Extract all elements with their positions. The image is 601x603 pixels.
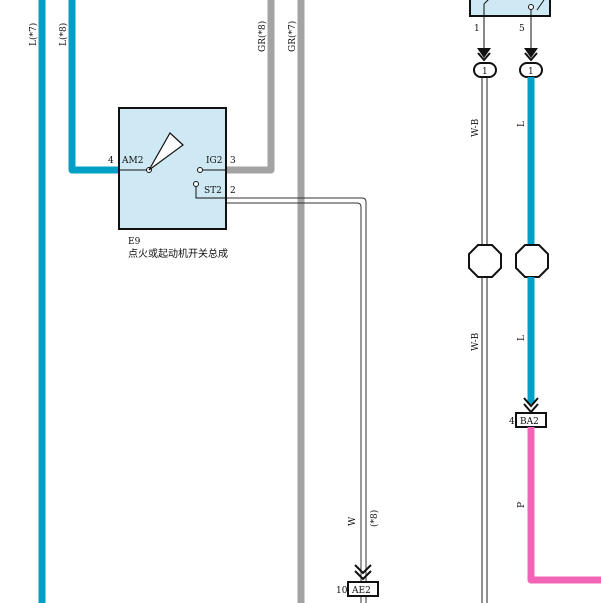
top-right-box bbox=[469, 0, 551, 17]
arrow-l bbox=[524, 48, 538, 58]
st2-pin: 2 bbox=[230, 186, 236, 196]
arrow-l-chevron bbox=[524, 52, 538, 62]
label-gray-outer: GR(*7) bbox=[287, 21, 298, 52]
wire-w-inner bbox=[226, 202, 362, 583]
connector-wb-label: 1 bbox=[482, 67, 488, 77]
ignition-switch-box bbox=[118, 107, 227, 230]
st2-internal-line bbox=[195, 187, 226, 199]
top-right-pin5: 5 bbox=[519, 24, 525, 34]
st2-label: ST2 bbox=[204, 186, 222, 196]
connector-wb bbox=[473, 62, 497, 78]
am2-label: AM2 bbox=[121, 156, 143, 166]
label-wb-upper: W-B bbox=[471, 118, 481, 137]
switch-name: 点火或起动机开关总成 bbox=[128, 247, 228, 260]
splice-wb bbox=[468, 244, 502, 278]
wire-gray-inner bbox=[226, 0, 275, 174]
ig2-contact bbox=[197, 167, 203, 173]
st2-contact bbox=[193, 181, 199, 187]
top-right-inner-line-2 bbox=[483, 0, 489, 5]
label-gray-inner: GR(*8) bbox=[257, 21, 268, 52]
arrow-ae2-2 bbox=[354, 570, 372, 581]
label-w-note: (*8) bbox=[369, 510, 380, 527]
switch-code: E9 bbox=[128, 237, 141, 247]
top-right-contact bbox=[528, 4, 534, 10]
arrow-wb-chevron bbox=[477, 52, 491, 62]
label-l-upper: L bbox=[517, 121, 527, 127]
connector-ba2-pin: 4 bbox=[509, 417, 515, 427]
am2-pin: 4 bbox=[108, 156, 114, 166]
connector-ae2-pin: 10 bbox=[336, 586, 348, 596]
label-l-lower: L bbox=[517, 335, 527, 341]
switch-lever bbox=[148, 132, 184, 171]
wire-w bbox=[226, 197, 367, 583]
wire-p bbox=[527, 427, 601, 584]
label-p: P bbox=[517, 502, 527, 508]
wire-left-inner bbox=[68, 0, 119, 174]
top-right-contact-lever bbox=[536, 0, 545, 11]
ig2-label: IG2 bbox=[206, 156, 222, 166]
label-left-inner: L(*8) bbox=[58, 23, 69, 46]
arrow-wb bbox=[477, 48, 491, 58]
label-w: W bbox=[348, 516, 358, 526]
connector-l-label: 1 bbox=[528, 67, 534, 77]
top-right-pin1: 1 bbox=[474, 24, 480, 34]
splice-l bbox=[515, 244, 549, 278]
connector-ba2-label: BA2 bbox=[520, 417, 539, 427]
arrow-ae2-1 bbox=[354, 564, 372, 575]
ig2-pin: 3 bbox=[230, 156, 236, 166]
label-wb-lower: W-B bbox=[471, 332, 481, 351]
connector-ae2-label: AE2 bbox=[351, 586, 371, 596]
connector-ae2 bbox=[347, 581, 379, 597]
label-left-outer: L(*7) bbox=[28, 23, 39, 46]
arrow-ba2-1 bbox=[523, 397, 539, 408]
